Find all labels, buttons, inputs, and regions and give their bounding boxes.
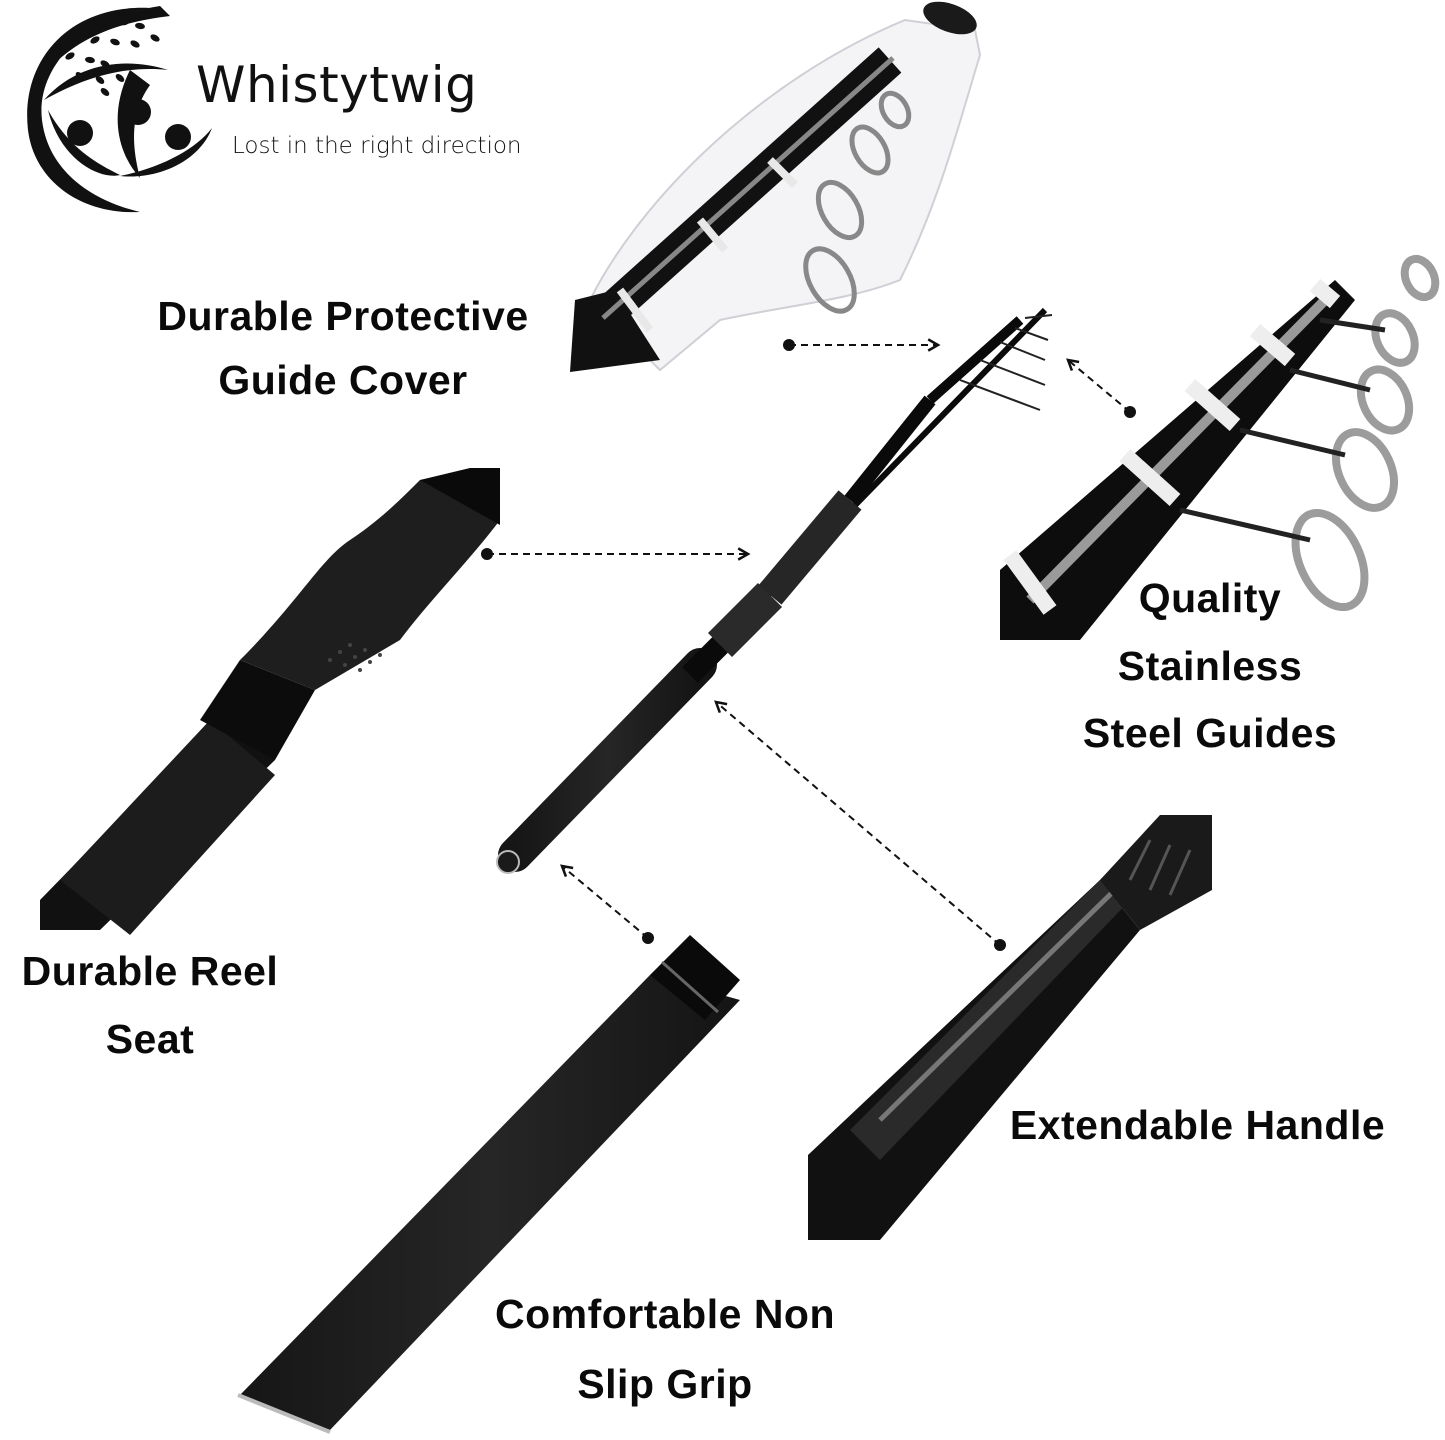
leader-dots [481, 339, 1136, 951]
brand-tagline: Lost in the right direction [232, 133, 522, 159]
logo-icon [27, 6, 212, 213]
guides-image [1000, 254, 1440, 640]
reel-seat-image [40, 468, 500, 935]
grip-image [237, 935, 740, 1434]
feature-label-handle: Extendable Handle [970, 1094, 1425, 1158]
feature-line: Comfortable Non [494, 1291, 836, 1337]
feature-label-grip: Comfortable Non Slip Grip [455, 1280, 875, 1419]
feature-line: Quality [1138, 575, 1282, 621]
feature-line: Stainless [1117, 642, 1303, 689]
feature-line: Guide Cover [218, 356, 468, 403]
feature-label-guide-cover: Durable Protective Guide Cover [118, 285, 568, 412]
guide-cover-image [570, 1, 982, 372]
feature-line: Steel Guides [1082, 710, 1338, 757]
feature-line: Durable Reel [21, 948, 279, 994]
brand-name: Whistytwig [196, 56, 478, 114]
feature-line: Extendable Handle [1009, 1102, 1386, 1148]
full-rod-image [496, 307, 1053, 874]
feature-line: Slip Grip [577, 1360, 753, 1407]
feature-label-reel-seat: Durable Reel Seat [0, 938, 300, 1073]
feature-label-guides: Quality Stainless Steel Guides [1050, 565, 1370, 768]
feature-line: Durable Protective [157, 293, 529, 339]
feature-line: Seat [105, 1015, 195, 1062]
handle-image [808, 815, 1212, 1240]
leader-lines [487, 338, 1131, 946]
